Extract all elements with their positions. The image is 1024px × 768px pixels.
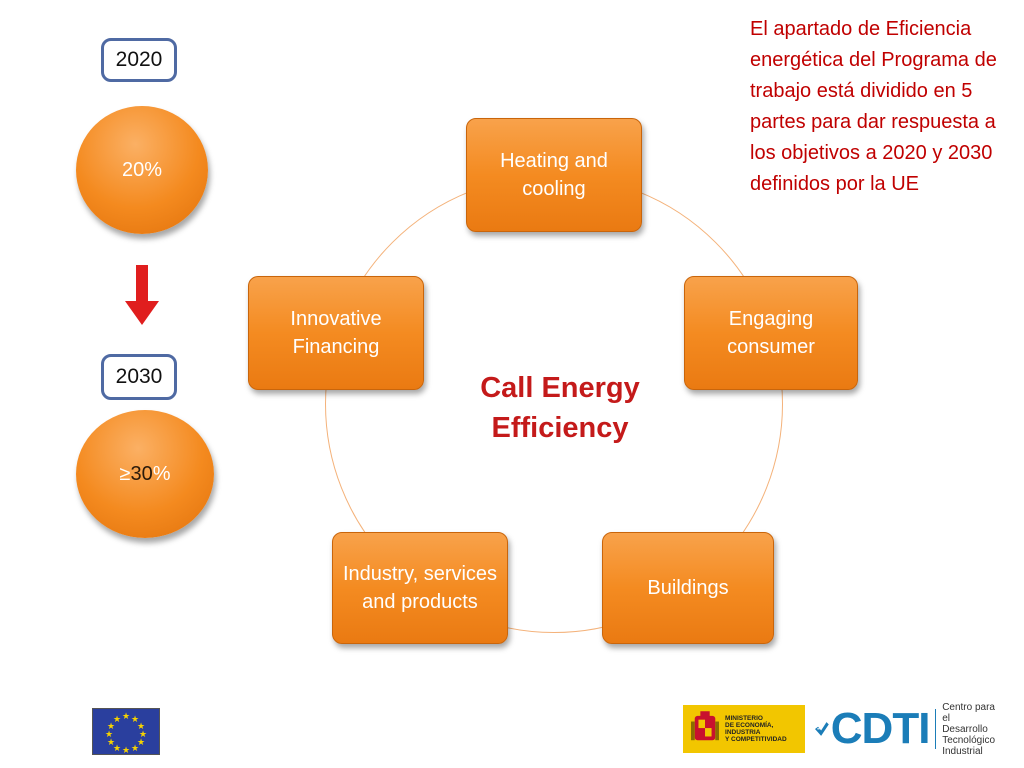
cdti-checkmark-icon xyxy=(815,722,829,736)
target-2030-unit: % xyxy=(152,462,171,485)
node-heating-and-cooling: Heating and cooling xyxy=(466,118,642,232)
diagram-center-title: Call Energy Efficiency xyxy=(440,368,680,448)
node-buildings: Buildings xyxy=(602,532,774,644)
note-text: El apartado de Eficiencia energética del… xyxy=(750,18,997,195)
cdti-side-text: Centro para el Desarrollo Tecnológico In… xyxy=(942,701,995,757)
node-industry-services-products: Industry, services and products xyxy=(332,532,508,644)
target-2030-symbol: ≥ xyxy=(119,462,131,485)
down-arrow-icon xyxy=(125,265,159,325)
explanatory-note: El apartado de Eficiencia energética del… xyxy=(750,14,1002,200)
target-2030-value: 30 xyxy=(130,462,153,485)
target-2020-circle: 20% xyxy=(76,106,208,234)
cdti-logo: CDTI Centro para el Desarrollo Tecnológi… xyxy=(815,701,995,757)
center-title-line1: Call Energy xyxy=(480,372,640,404)
year-2020-box: 2020 xyxy=(101,38,177,82)
target-2030-circle: ≥30% xyxy=(76,410,214,538)
year-2030-label: 2030 xyxy=(115,365,163,388)
node-engaging-consumer: Engaging consumer xyxy=(684,276,858,390)
target-2030-label: ≥30% xyxy=(119,463,170,486)
ministerio-text: MINISTERIO DE ECONOMÍA, INDUSTRIA Y COMP… xyxy=(725,715,787,743)
year-2020-label: 2020 xyxy=(115,48,163,71)
coat-of-arms-icon xyxy=(691,711,720,741)
node-label: Industry, services and products xyxy=(342,563,498,613)
cdti-mark: CDTI xyxy=(830,704,931,753)
target-2020-label: 20% xyxy=(121,158,163,181)
node-label: Buildings xyxy=(647,577,729,599)
ministerio-logo: MINISTERIO DE ECONOMÍA, INDUSTRIA Y COMP… xyxy=(683,705,805,753)
center-title-line2: Efficiency xyxy=(491,412,629,444)
node-innovative-financing: Innovative Financing xyxy=(248,276,424,390)
node-label: Innovative Financing xyxy=(290,308,382,358)
year-2030-box: 2030 xyxy=(101,354,177,400)
node-label: Heating and cooling xyxy=(500,150,608,200)
eu-flag-logo: ★ ★ ★ ★ ★ ★ ★ ★ ★ ★ ★ ★ xyxy=(92,708,160,755)
node-label: Engaging consumer xyxy=(727,308,815,358)
